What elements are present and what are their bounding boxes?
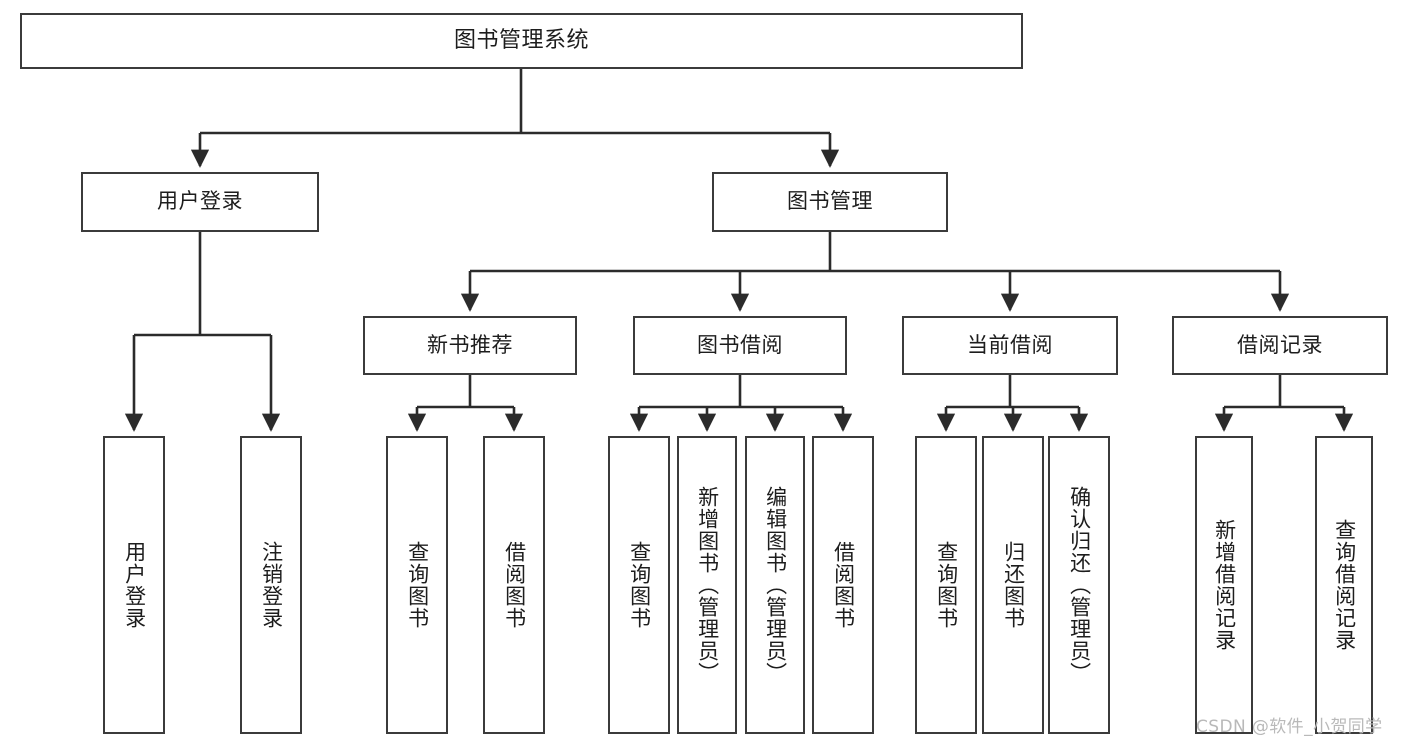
- node-leaf-return-book-label: 归还图书: [1001, 541, 1026, 629]
- node-root-label: 图书管理系统: [453, 27, 589, 53]
- node-leaf-query-book-2-label: 查询图书: [627, 541, 652, 629]
- node-leaf-edit-book-label: 编辑图书（管理员）: [763, 486, 788, 684]
- node-root[interactable]: 图书管理系统: [20, 13, 1023, 69]
- node-user-login[interactable]: 用户登录: [81, 172, 319, 232]
- node-book-borrow-label: 图书借阅: [697, 332, 783, 357]
- node-leaf-add-book-label: 新增图书（管理员）: [695, 486, 720, 684]
- node-leaf-add-record[interactable]: 新增借阅记录: [1195, 436, 1253, 734]
- node-leaf-borrow-book-1-label: 借阅图书: [502, 541, 527, 629]
- node-book-manage-label: 图书管理: [787, 189, 873, 214]
- node-leaf-borrow-book-1[interactable]: 借阅图书: [483, 436, 545, 734]
- node-leaf-user-login[interactable]: 用户登录: [103, 436, 165, 734]
- node-leaf-borrow-book-2[interactable]: 借阅图书: [812, 436, 874, 734]
- node-current-borrow[interactable]: 当前借阅: [902, 316, 1118, 375]
- node-leaf-query-record-label: 查询借阅记录: [1332, 519, 1357, 651]
- node-leaf-query-book-3-label: 查询图书: [934, 541, 959, 629]
- node-book-borrow[interactable]: 图书借阅: [633, 316, 847, 375]
- node-leaf-query-book-1[interactable]: 查询图书: [386, 436, 448, 734]
- node-leaf-query-book-1-label: 查询图书: [405, 541, 430, 629]
- node-user-login-label: 用户登录: [157, 189, 243, 214]
- node-leaf-edit-book[interactable]: 编辑图书（管理员）: [745, 436, 805, 734]
- node-new-book-recommend-label: 新书推荐: [427, 332, 513, 357]
- node-leaf-borrow-book-2-label: 借阅图书: [831, 541, 856, 629]
- watermark: CSDN @软件_小贺同学: [1196, 717, 1383, 737]
- node-borrow-record-label: 借阅记录: [1237, 332, 1323, 357]
- node-current-borrow-label: 当前借阅: [967, 332, 1053, 357]
- node-leaf-add-record-label: 新增借阅记录: [1212, 519, 1237, 651]
- node-new-book-recommend[interactable]: 新书推荐: [363, 316, 577, 375]
- node-leaf-user-login-label: 用户登录: [122, 541, 147, 629]
- node-borrow-record[interactable]: 借阅记录: [1172, 316, 1388, 375]
- node-leaf-query-book-2[interactable]: 查询图书: [608, 436, 670, 734]
- node-leaf-logout-login-label: 注销登录: [259, 541, 284, 629]
- node-leaf-return-book[interactable]: 归还图书: [982, 436, 1044, 734]
- node-leaf-query-record[interactable]: 查询借阅记录: [1315, 436, 1373, 734]
- node-book-manage[interactable]: 图书管理: [712, 172, 948, 232]
- node-leaf-add-book[interactable]: 新增图书（管理员）: [677, 436, 737, 734]
- node-leaf-confirm-return[interactable]: 确认归还（管理员）: [1048, 436, 1110, 734]
- node-leaf-query-book-3[interactable]: 查询图书: [915, 436, 977, 734]
- node-leaf-logout-login[interactable]: 注销登录: [240, 436, 302, 734]
- node-leaf-confirm-return-label: 确认归还（管理员）: [1067, 486, 1092, 684]
